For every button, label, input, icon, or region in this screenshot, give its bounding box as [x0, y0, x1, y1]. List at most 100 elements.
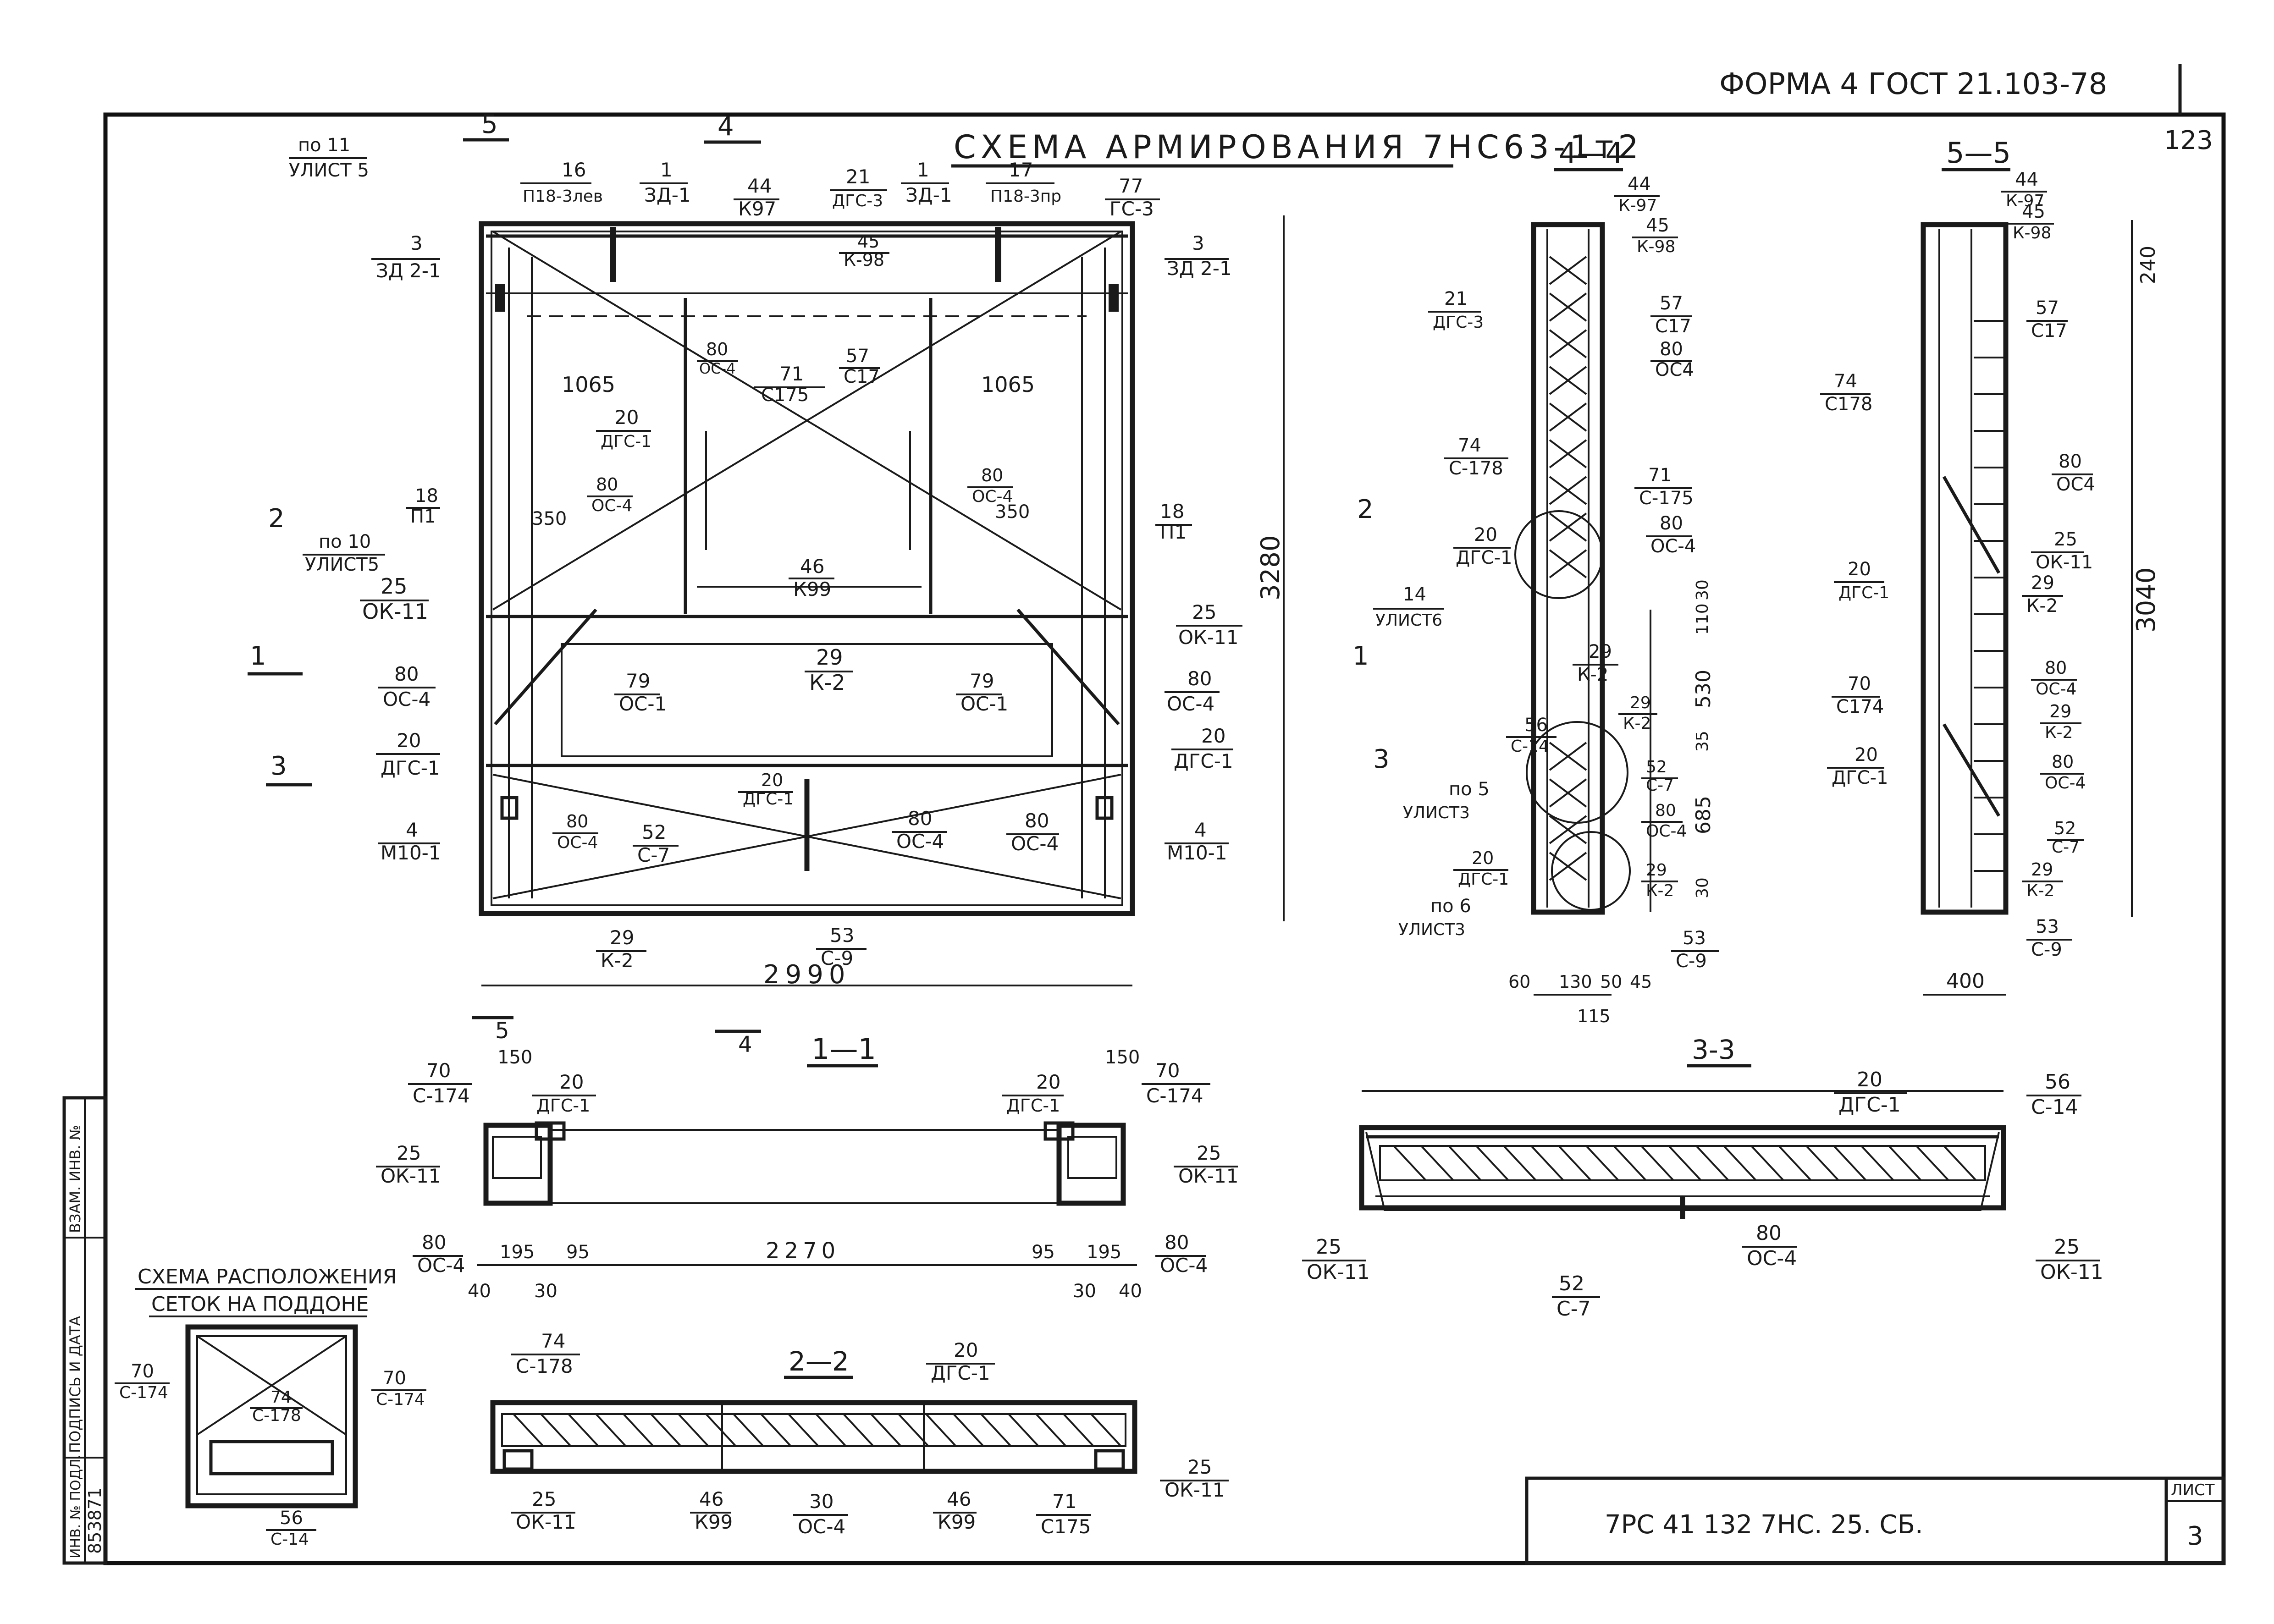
ref-sheet5-a: УЛИСТ 5 — [289, 160, 369, 181]
callout-code: ДГС-3 — [832, 192, 883, 210]
dim-text: 30 — [1073, 1281, 1096, 1302]
callout-code: УЛИСТ6 — [1375, 611, 1442, 630]
section-3-3-title: 3-3 — [1692, 1034, 1735, 1065]
s11-right-block — [1056, 1123, 1126, 1206]
callout-num: 20 — [1848, 559, 1871, 580]
callout-code: С-174 — [1146, 1085, 1203, 1107]
dim-text: 115 — [1577, 1006, 1611, 1026]
callout-code: ОС-4 — [2045, 774, 2086, 793]
callout-code: ОС4 — [2056, 474, 2095, 495]
callout-num: 53 — [2036, 916, 2059, 937]
callout-num: 70 — [1155, 1059, 1180, 1082]
callout-num: 29 — [610, 926, 634, 949]
section-2-2: 2—2 — [490, 1346, 1137, 1474]
callout-num: 25 — [397, 1142, 421, 1164]
callout-num: 1 — [917, 159, 929, 181]
dim-1065-r: 1065 — [981, 372, 1035, 397]
callout-code: ОК-11 — [381, 1165, 441, 1187]
callout-num: 80 — [1165, 1231, 1189, 1254]
callout-code: С175 — [1041, 1515, 1091, 1538]
dim-text: 30 — [1693, 877, 1712, 898]
dim-text: 60 — [1508, 972, 1530, 992]
callout-num: 57 — [846, 346, 869, 367]
callout-num: 25 — [1187, 1456, 1212, 1478]
section-5-5-title: 5—5 — [1946, 136, 2011, 170]
page-number: 123 — [2164, 126, 2213, 155]
callout-num: 70 — [426, 1059, 451, 1082]
s33-bottom-tray — [1365, 1132, 2000, 1211]
callout-num: 80 — [981, 465, 1003, 485]
s44-detail-circle-3 — [1551, 831, 1631, 911]
callout-num: 17 — [1009, 159, 1033, 181]
s55-diag-2 — [1942, 723, 2001, 817]
mesh-scheme-labels: 70С-174 74С-178 70С-174 56С-14 — [115, 1361, 426, 1549]
callout-code: ДГС-1 — [1174, 750, 1233, 772]
callout-num: 80 — [1655, 801, 1676, 820]
dim-text: 685 — [1692, 796, 1715, 834]
callout-code: ДГС-1 — [1456, 547, 1512, 568]
callout-code: П18-3лев — [523, 187, 603, 206]
stamp-zam-inv: ВЗАМ. ИНВ. № — [66, 1125, 84, 1233]
dim-text: 50 — [1600, 972, 1622, 992]
s11-left-insul — [492, 1136, 542, 1179]
callout-code: ОС-4 — [1011, 832, 1059, 855]
dim-height: 3280 — [1256, 535, 1286, 600]
callout-code: К-98 — [1637, 237, 1675, 256]
callout-num: 80 — [2052, 752, 2074, 772]
callout-num: 57 — [2036, 297, 2059, 319]
main-view: 2990 3280 1065 1065 350 350 5 4 5 4 2 1 … — [248, 110, 1286, 1057]
callout-code: С-178 — [1449, 458, 1503, 479]
callout-num: 20 — [397, 729, 421, 752]
section-2-2-title: 2—2 — [789, 1346, 849, 1377]
cut-1: 1 — [250, 641, 266, 671]
callout-code: С-178 — [516, 1355, 573, 1377]
callout-num: 4 — [406, 819, 418, 841]
dim-text: 240 — [2136, 246, 2160, 284]
callout-code: К-2 — [1577, 664, 1608, 685]
callout-code: С17 — [2031, 320, 2067, 341]
callout-num: 30 — [809, 1490, 833, 1513]
dim-text: 195 — [500, 1242, 535, 1263]
ref-po5: по 5 — [1449, 779, 1490, 800]
callout-code: М10-1 — [1167, 842, 1227, 864]
mesh-outline — [185, 1324, 358, 1508]
callout-num: 74 — [1834, 371, 1857, 392]
mesh-title-2: СЕТОК НА ПОДДОНЕ — [151, 1293, 369, 1316]
callout-code: К-2 — [2045, 723, 2073, 742]
dim-text: 530 — [1692, 670, 1715, 708]
callout-code: С-174 — [119, 1383, 168, 1402]
section-5-5: 5—5 — [1921, 136, 2133, 996]
callout-num: 16 — [562, 159, 586, 181]
callout-num: 45 — [1646, 215, 1669, 236]
callout-num: 25 — [1192, 601, 1216, 623]
callout-num: 20 — [1036, 1071, 1060, 1093]
mesh-inner — [196, 1335, 347, 1495]
panel-outline — [479, 221, 1135, 916]
plate-l — [495, 284, 505, 312]
callout-num: 29 — [2049, 701, 2071, 721]
callout-code: ОС-4 — [591, 496, 632, 515]
dim-text: 30 — [534, 1281, 557, 1302]
callout-code: ДГС-1 — [1838, 584, 1889, 602]
window-opening — [561, 643, 1053, 757]
callout-num: 53 — [1683, 928, 1706, 949]
callout-num: 52 — [1646, 758, 1667, 776]
section-4-4: 4—4 2 1 3 — [1352, 136, 1651, 996]
s11-plate-r — [1043, 1121, 1075, 1141]
callout-code: К99 — [793, 578, 831, 600]
callout-code: ОК-11 — [1178, 1165, 1238, 1187]
callout-code: ДГС-1 — [536, 1096, 590, 1116]
dim-text: 45 — [1630, 972, 1652, 992]
ref-po10: по 10 — [319, 531, 371, 552]
callout-code: ОС-4 — [1747, 1247, 1797, 1270]
dim-width: 2990 — [763, 960, 851, 990]
loop-r — [1095, 796, 1114, 820]
callout-code: ЗД 2-1 — [1167, 257, 1232, 280]
cut-2-r: 2 — [1357, 495, 1374, 524]
